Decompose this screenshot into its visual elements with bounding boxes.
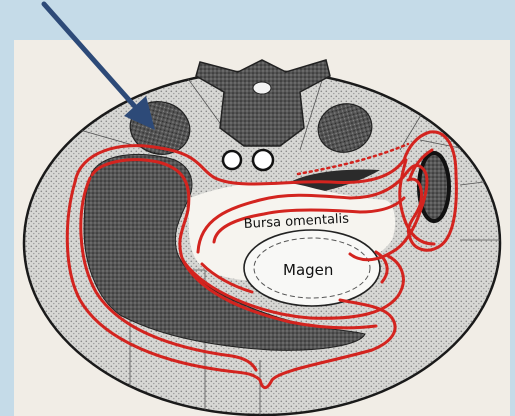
vena-cava [253,150,273,170]
spinal-canal [253,82,271,94]
aorta [223,151,241,169]
label-magen: Magen [283,261,333,279]
spleen [419,153,449,221]
